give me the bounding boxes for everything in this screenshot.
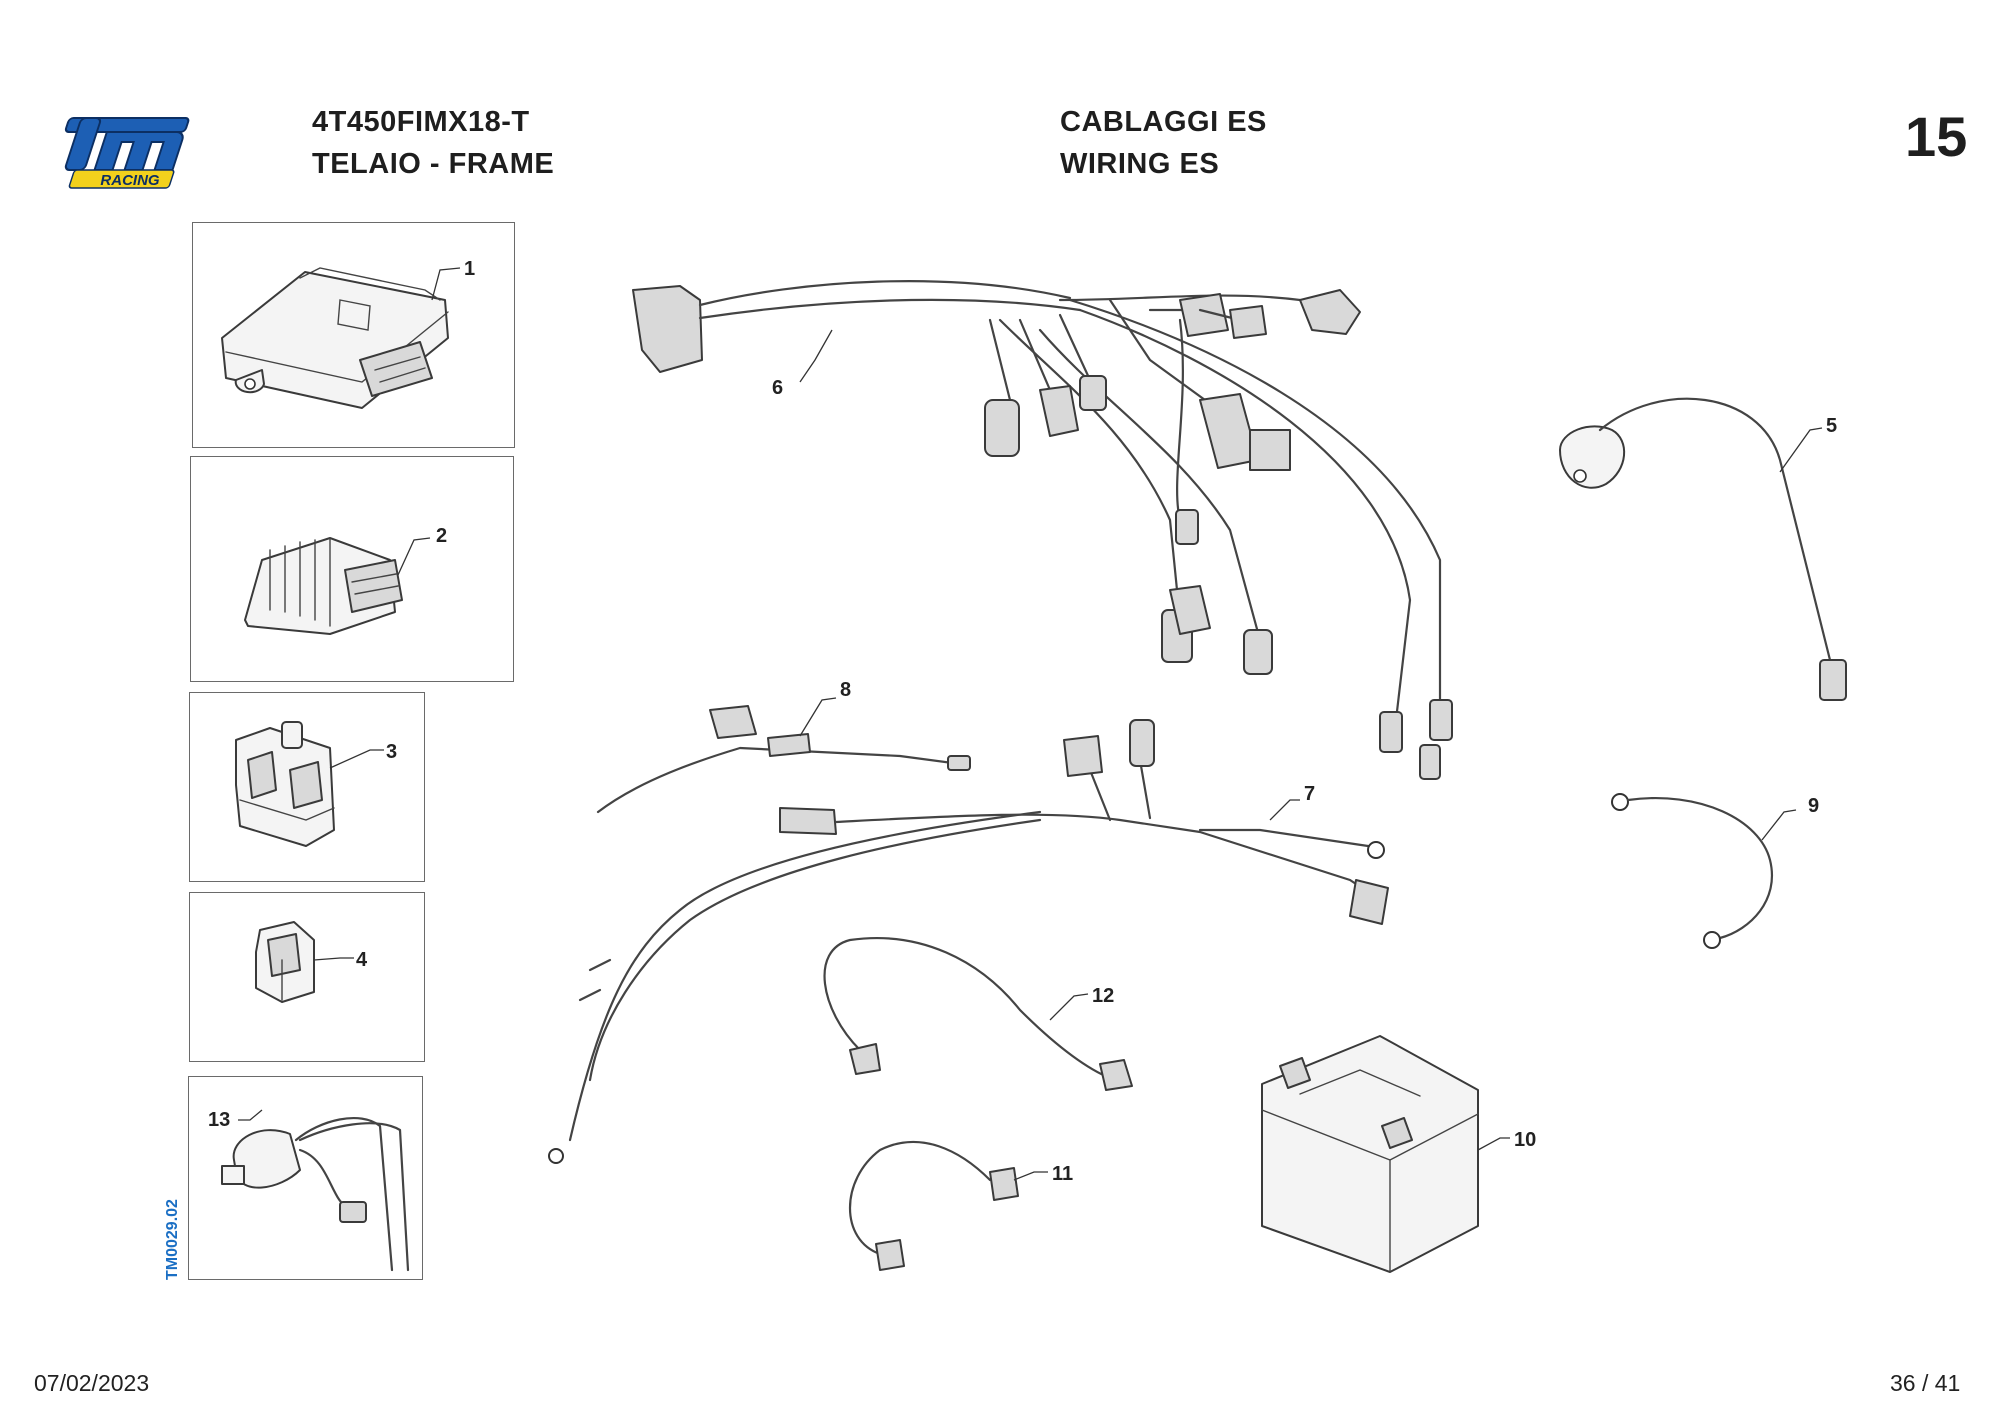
diode-connector [255,921,315,1003]
table-title-it: CABLAGGI ES [1060,106,1267,138]
callout-7: 7 [1304,783,1315,805]
model-code: 4T450FIMX18-T [312,106,530,138]
footer-date: 07/02/2023 [34,1370,150,1396]
callout-4: 4 [356,949,368,971]
brand-logo: RACING [44,110,214,194]
callout-6: 6 [772,377,783,399]
table-number: 15 [1905,105,1968,168]
voltage-regulator [244,537,403,635]
callout-9: 9 [1808,795,1819,817]
battery-cable-11 [849,1140,1019,1271]
ecu-unit [221,267,449,409]
callout-13: 13 [208,1109,230,1131]
callout-12: 12 [1092,985,1114,1007]
callout-5: 5 [1826,415,1837,437]
footer-page: 36 / 41 [1890,1370,1961,1396]
secondary-harness [548,719,1389,1164]
starter-relay [235,721,335,847]
main-harness [632,280,1453,780]
pickup-sensor [1559,397,1847,701]
table-title-en: WIRING ES [1060,148,1220,180]
callout-10: 10 [1514,1129,1536,1151]
callout-1: 1 [464,258,475,280]
battery-cable-12 [823,936,1133,1091]
callout-2: 2 [436,525,447,547]
callout-8: 8 [840,679,851,701]
callout-3: 3 [386,741,397,763]
callout-11: 11 [1052,1163,1073,1185]
sensor-coil [221,1117,410,1272]
group-label: TELAIO - FRAME [312,148,555,180]
logo-subtitle: RACING [100,172,159,189]
ground-cable [1611,793,1773,949]
fuse-wire [596,705,971,814]
battery [1261,1035,1479,1273]
